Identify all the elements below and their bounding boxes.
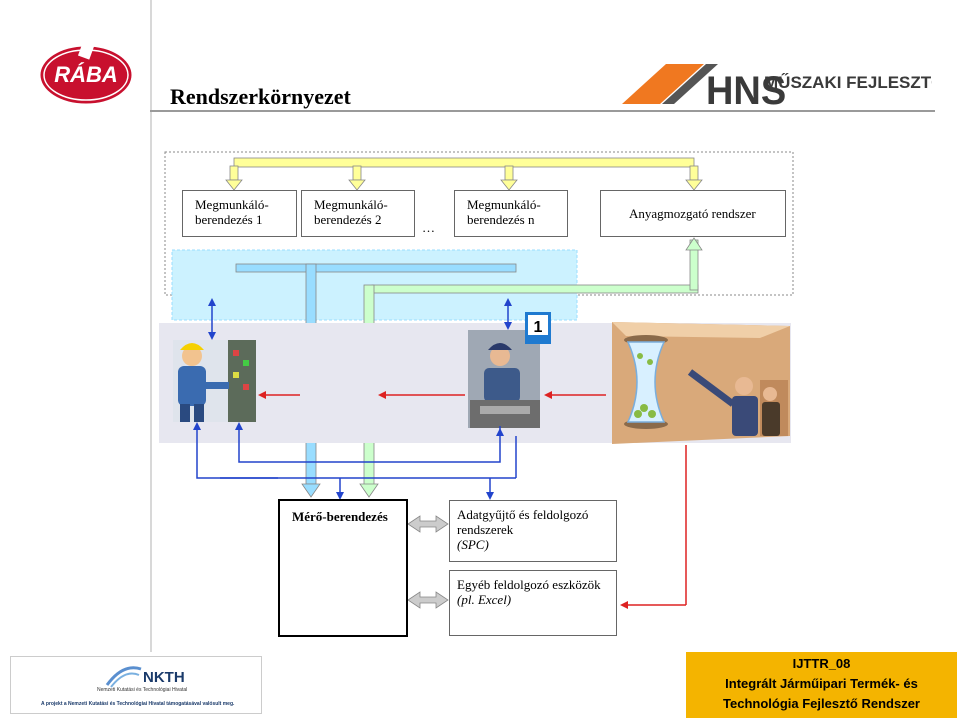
other-tools-line1: Egyéb feldolgozó eszközök bbox=[457, 577, 601, 592]
other-tools-box: Egyéb feldolgozó eszközök (pl. Excel) bbox=[449, 570, 617, 636]
worker-panel-photo bbox=[173, 340, 256, 422]
machines-ellipsis: … bbox=[422, 220, 435, 235]
data-system-line1: Adatgyűjtő és feldolgozó bbox=[457, 507, 589, 522]
machine-2-box: Megmunkáló- berendezés 2 bbox=[301, 190, 415, 237]
machine-1-label-line2: berendezés 1 bbox=[195, 212, 263, 227]
machine-n-label-line1: Megmunkáló- bbox=[467, 197, 541, 212]
nkth-subtitle: Nemzeti Kutatási és Technológiai Hivatal bbox=[97, 687, 188, 693]
measuring-device-box bbox=[278, 499, 408, 637]
machine-1-label-line1: Megmunkáló- bbox=[195, 197, 269, 212]
left-margin-line bbox=[150, 0, 152, 652]
nkth-logo-block: NKTH Nemzeti Kutatási és Technológiai Hi… bbox=[10, 656, 262, 714]
machine-2-label-line1: Megmunkáló- bbox=[314, 197, 388, 212]
nkth-note: A projekt a Nemzeti Kutatási és Technoló… bbox=[41, 701, 235, 707]
machine-n-label-line2: berendezés n bbox=[467, 212, 535, 227]
hns-logo-text: MŰSZAKI FEJLESZTŐ KFT. bbox=[764, 73, 932, 92]
data-system-box: Adatgyűjtő és feldolgozó rendszerek (SPC… bbox=[449, 500, 617, 562]
machine-2-label-line2: berendezés 2 bbox=[314, 212, 382, 227]
raba-logo-text: RÁBA bbox=[54, 62, 118, 87]
blue-connectors bbox=[196, 426, 517, 500]
project-footer: IJTTR_08 Integrált Járműipari Termék- és… bbox=[686, 652, 957, 718]
header-rule bbox=[150, 110, 935, 112]
nkth-swoosh-icon bbox=[105, 666, 142, 688]
data-system-line2: rendszerek bbox=[457, 522, 514, 537]
phone-icon: 1 bbox=[525, 312, 551, 344]
material-handling-box: Anyagmozgató rendszer bbox=[600, 190, 786, 237]
hns-logo: HNS MŰSZAKI FEJLESZTŐ KFT. bbox=[622, 64, 932, 108]
project-code: IJTTR_08 bbox=[792, 656, 851, 671]
hns-logo-mark: HNS bbox=[706, 69, 786, 108]
svg-text:1: 1 bbox=[534, 319, 543, 336]
raba-logo: RÁBA bbox=[37, 42, 135, 107]
red-arrows bbox=[258, 391, 687, 609]
grey-double-arrows bbox=[407, 515, 449, 609]
project-line2: Technológia Fejlesztő Rendszer bbox=[723, 696, 920, 711]
material-handling-label: Anyagmozgató rendszer bbox=[629, 206, 756, 221]
yellow-bus bbox=[225, 157, 703, 191]
mechanic-photo bbox=[468, 330, 540, 428]
other-tools-line2: (pl. Excel) bbox=[457, 592, 512, 607]
machine-n-box: Megmunkáló- berendezés n bbox=[454, 190, 568, 237]
data-system-line3: (SPC) bbox=[457, 537, 489, 552]
page-title: Rendszerkörnyezet bbox=[170, 84, 351, 109]
measuring-device-label: Mérő-berendezés bbox=[292, 509, 388, 524]
project-line1: Integrált Járműipari Termék- és bbox=[725, 676, 918, 691]
hourglass-cartoon bbox=[612, 322, 790, 444]
nkth-logo-text: NKTH bbox=[143, 669, 185, 686]
machine-1-box: Megmunkáló- berendezés 1 bbox=[182, 190, 297, 237]
